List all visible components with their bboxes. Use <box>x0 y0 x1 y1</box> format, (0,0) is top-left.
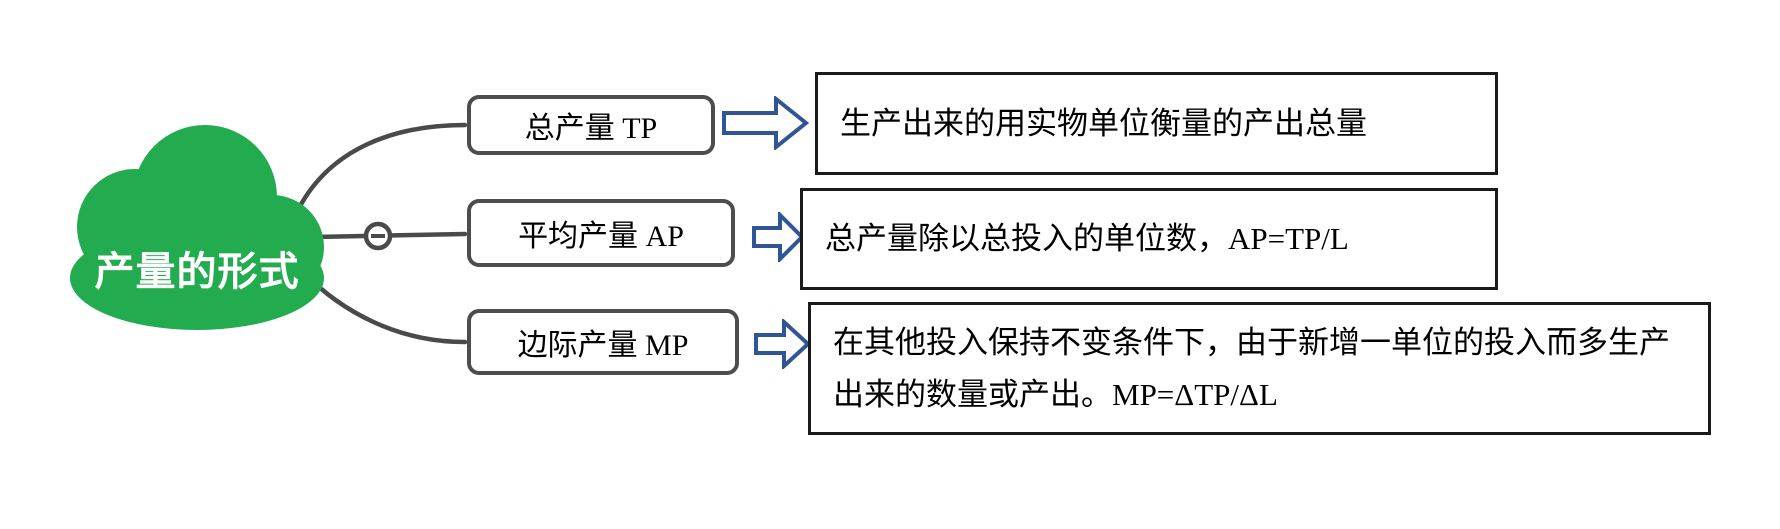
topic-label-ap: 平均产量 AP <box>518 220 684 253</box>
topic-node-tp[interactable]: 总产量 TP <box>467 95 715 155</box>
block-arrow-icon <box>752 212 805 262</box>
description-box-ap[interactable]: 总产量除以总投入的单位数，AP=TP/L <box>800 188 1498 290</box>
block-arrow-icon <box>722 96 810 150</box>
collapse-toggle-icon[interactable] <box>363 221 393 251</box>
description-text-ap: 总产量除以总投入的单位数，AP=TP/L <box>825 221 1349 256</box>
topic-node-mp[interactable]: 边际产量 MP <box>467 309 739 375</box>
topic-label-tp: 总产量 TP <box>524 112 658 145</box>
connector-tp <box>296 122 468 211</box>
topic-node-ap[interactable]: 平均产量 AP <box>467 199 735 267</box>
root-topic-label[interactable]: 产量的形式 <box>94 250 300 294</box>
connector-mp <box>300 269 468 345</box>
topic-label-mp: 边际产量 MP <box>517 329 689 362</box>
description-box-mp[interactable]: 在其他投入保持不变条件下，由于新增一单位的投入而多生产出来的数量或产出。MP=Δ… <box>808 302 1711 435</box>
block-arrow-icon <box>754 319 811 369</box>
description-text-mp: 在其他投入保持不变条件下，由于新增一单位的投入而多生产出来的数量或产出。MP=Δ… <box>833 324 1670 412</box>
description-box-tp[interactable]: 生产出来的用实物单位衡量的产出总量 <box>815 72 1498 175</box>
root-cloud-shape[interactable] <box>70 125 324 330</box>
description-text-tp: 生产出来的用实物单位衡量的产出总量 <box>840 105 1367 141</box>
